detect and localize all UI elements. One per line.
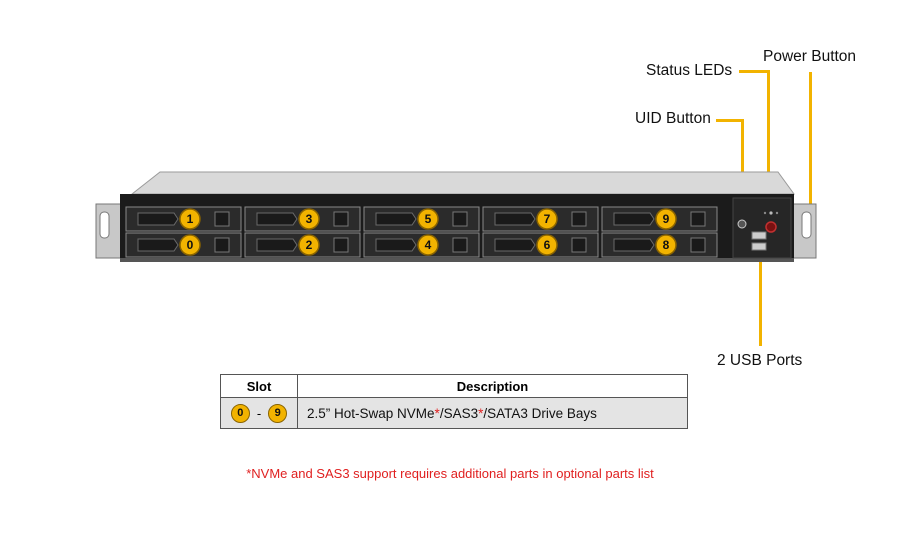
usb-port-icon	[751, 242, 767, 251]
bay-number-label: 7	[544, 212, 551, 226]
description-part: /SATA3 Drive Bays	[483, 405, 597, 421]
server-front-view: 1 3 5 7 9 0 2 4 6 8	[95, 171, 817, 262]
bay-number-label: 4	[425, 238, 432, 252]
bay-number-label: 5	[425, 212, 432, 226]
bay-number-badge	[417, 208, 439, 230]
usb-ports-line-v	[759, 259, 762, 346]
status-leds-label: Status LEDs	[646, 62, 733, 79]
bay-number-badge	[417, 234, 439, 256]
slot-badge-end: 9	[268, 403, 288, 423]
bay-number-badge	[298, 208, 320, 230]
description-cell: 2.5” Hot-Swap NVMe*/SAS3*/SATA3 Drive Ba…	[297, 397, 688, 429]
bay-number-label: 1	[187, 212, 194, 226]
table-header-row: Slot Description	[220, 374, 688, 398]
description-part: 2.5” Hot-Swap NVMe	[307, 405, 435, 421]
asterisk-mark: *	[478, 405, 484, 421]
bay-number-label: 2	[306, 238, 313, 252]
right-rack-ear	[791, 203, 817, 259]
uid-button-line-v	[741, 119, 744, 215]
bay-number-badge	[536, 208, 558, 230]
slot-badge-start: 0	[230, 403, 250, 423]
bay-number-badge	[655, 234, 677, 256]
usb-ports-label: 2 USB Ports	[717, 352, 803, 369]
bay-number-label: 8	[663, 238, 670, 252]
control-panel	[732, 197, 792, 259]
description-part: /SAS3	[439, 405, 479, 421]
slot-table: Slot Description 0-9 2.5” Hot-Swap NVMe*…	[220, 374, 688, 429]
header-description: Description	[297, 374, 688, 398]
status-leds-line-h	[739, 70, 770, 73]
header-slot: Slot	[220, 374, 298, 398]
slot-range-separator: -	[256, 405, 262, 421]
footnote: *NVMe and SAS3 support requires addition…	[246, 466, 654, 481]
uid-button-icon	[737, 219, 747, 229]
left-rack-ear	[95, 203, 123, 259]
bay-number-label: 6	[544, 238, 551, 252]
bay-number-badge	[536, 234, 558, 256]
power-button-icon	[765, 221, 777, 233]
bay-number-badge	[179, 208, 201, 230]
power-button-line-v	[809, 72, 812, 229]
bay-number-badge	[298, 234, 320, 256]
table-row: 0-9 2.5” Hot-Swap NVMe*/SAS3*/SATA3 Driv…	[220, 397, 688, 429]
power-button-label: Power Button	[763, 48, 857, 65]
bay-number-label: 9	[663, 212, 670, 226]
bay-number-label: 3	[306, 212, 313, 226]
status-leds-line-v	[767, 70, 770, 194]
bay-number-badge	[179, 234, 201, 256]
bay-number-badge	[655, 208, 677, 230]
slot-range-cell: 0-9	[220, 397, 298, 429]
bay-number-label: 0	[187, 238, 194, 252]
uid-button-line-h	[716, 119, 744, 122]
chassis-top	[130, 171, 795, 195]
status-led-icon	[769, 211, 773, 215]
uid-button-label: UID Button	[635, 110, 711, 127]
usb-port-icon	[751, 231, 767, 240]
asterisk-mark: *	[434, 405, 440, 421]
drive-bays: 1 3 5 7 9 0 2 4 6 8	[125, 206, 718, 258]
